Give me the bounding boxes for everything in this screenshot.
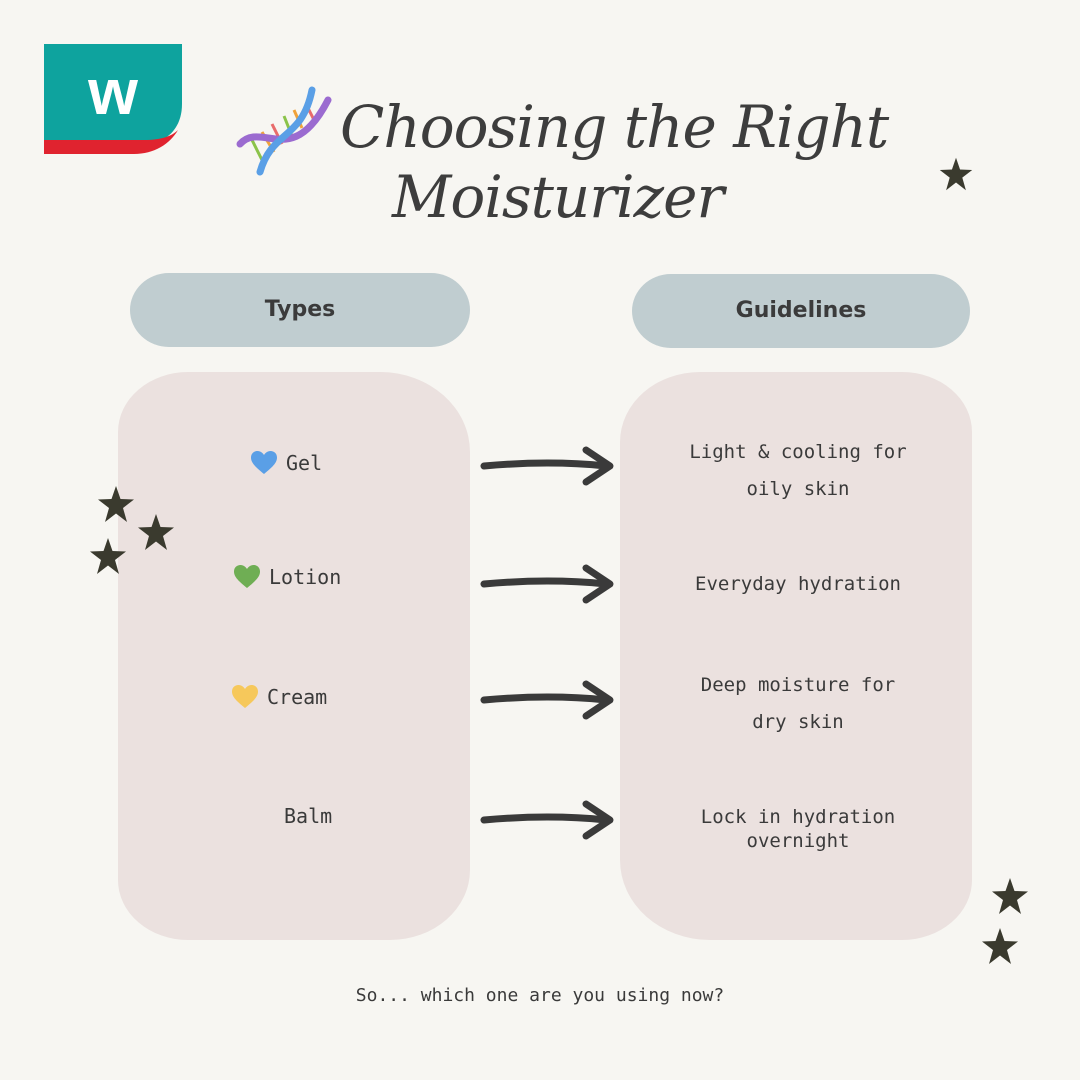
guideline-lotion: Everyday hydration — [695, 573, 901, 595]
star-icon — [982, 928, 1018, 964]
star-icon — [939, 157, 973, 191]
dna-icon — [236, 86, 332, 176]
type-lotion: Lotion — [233, 564, 341, 590]
guideline-balm: Lock in hydration overnight — [700, 806, 896, 852]
arrow-icon — [480, 800, 614, 840]
type-label: Cream — [267, 685, 328, 709]
type-cream: Cream — [231, 684, 327, 710]
arrow-icon — [480, 680, 614, 720]
star-icon — [90, 538, 126, 574]
title-line-2: Moisturizer — [392, 163, 724, 231]
type-label: Lotion — [269, 565, 342, 589]
type-gel: Gel — [250, 450, 322, 476]
arrow-icon — [480, 446, 614, 486]
type-balm: Balm — [284, 804, 332, 828]
arrow-icon — [480, 564, 614, 604]
star-icon — [138, 514, 174, 550]
type-label: Balm — [284, 804, 333, 828]
logo-letter: w — [87, 56, 138, 128]
type-label: Gel — [286, 451, 323, 475]
page-title: Choosing the Right Moisturizer — [340, 92, 900, 232]
guidelines-header: Guidelines — [632, 274, 970, 348]
star-icon — [992, 878, 1028, 914]
title-line-1: Choosing the Right — [340, 93, 889, 161]
watsons-logo: w — [44, 44, 182, 154]
yellow-heart-icon — [232, 685, 258, 708]
guideline-gel: Light & cooling for oily skin — [689, 441, 907, 500]
footer-question: So... which one are you using now? — [355, 985, 725, 1006]
star-icon — [98, 486, 134, 522]
types-panel — [118, 372, 470, 940]
guidelines-panel — [620, 372, 972, 940]
blue-heart-icon — [251, 451, 277, 474]
green-heart-icon — [234, 565, 260, 588]
types-header: Types — [130, 273, 470, 347]
guideline-cream: Deep moisture for dry skin — [700, 674, 896, 733]
